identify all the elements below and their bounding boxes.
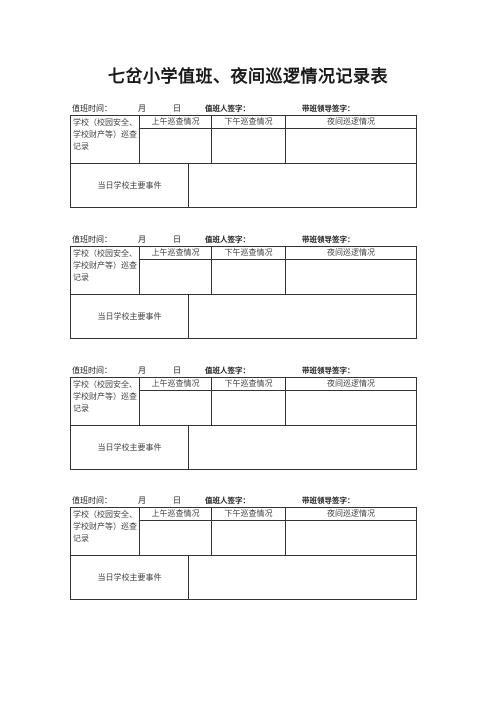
daily-events-cell[interactable]	[188, 555, 417, 600]
afternoon-patrol-header: 下午巡查情况	[211, 246, 286, 260]
duty-time-label: 值班时间：	[72, 104, 112, 113]
daily-events-cell[interactable]	[188, 294, 417, 339]
patrol-record-label: 学校（校园安全、学校财产等）巡查记录	[70, 507, 140, 556]
afternoon-patrol-cell[interactable]	[211, 128, 286, 164]
page-title: 七岔小学值班、夜间巡逻情况记录表	[108, 67, 388, 87]
leader-sign-label: 带班领导签字：	[302, 366, 355, 375]
duty-sign-label: 值班人签字：	[205, 366, 250, 375]
record-table: 学校（校园安全、学校财产等）巡查记录 上午巡查情况 下午巡查情况 夜间巡逻情况 …	[70, 115, 417, 208]
night-patrol-cell[interactable]	[285, 520, 417, 556]
daily-events-label: 当日学校主要事件	[70, 294, 189, 339]
day-label: 日	[173, 104, 181, 113]
month-label: 月	[138, 496, 146, 505]
morning-patrol-cell[interactable]	[139, 390, 212, 426]
afternoon-patrol-cell[interactable]	[211, 390, 286, 426]
month-label: 月	[138, 366, 146, 375]
leader-sign-label: 带班领导签字：	[302, 235, 355, 244]
duty-sign-label: 值班人签字：	[205, 235, 250, 244]
daily-events-label: 当日学校主要事件	[70, 425, 189, 470]
patrol-record-label: 学校（校园安全、学校财产等）巡查记录	[70, 246, 140, 295]
night-patrol-header: 夜间巡逻情况	[285, 115, 417, 129]
daily-events-cell[interactable]	[188, 163, 417, 208]
afternoon-patrol-cell[interactable]	[211, 259, 286, 295]
record-block-3: 值班时间： 月 日 值班人签字： 带班领导签字： 学校（校园安全、学校财产等）巡…	[70, 364, 417, 470]
morning-patrol-header: 上午巡查情况	[139, 115, 212, 129]
patrol-record-label: 学校（校园安全、学校财产等）巡查记录	[70, 377, 140, 426]
daily-events-label: 当日学校主要事件	[70, 163, 189, 208]
afternoon-patrol-header: 下午巡查情况	[211, 115, 286, 129]
record-block-2: 值班时间： 月 日 值班人签字： 带班领导签字： 学校（校园安全、学校财产等）巡…	[70, 233, 417, 339]
morning-patrol-header: 上午巡查情况	[139, 377, 212, 391]
afternoon-patrol-cell[interactable]	[211, 520, 286, 556]
record-table: 学校（校园安全、学校财产等）巡查记录 上午巡查情况 下午巡查情况 夜间巡逻情况 …	[70, 507, 417, 600]
record-table: 学校（校园安全、学校财产等）巡查记录 上午巡查情况 下午巡查情况 夜间巡逻情况 …	[70, 246, 417, 339]
duty-time-label: 值班时间：	[72, 235, 112, 244]
night-patrol-cell[interactable]	[285, 390, 417, 426]
day-label: 日	[173, 235, 181, 244]
night-patrol-cell[interactable]	[285, 128, 417, 164]
record-header: 值班时间： 月 日 值班人签字： 带班领导签字：	[70, 364, 416, 377]
night-patrol-header: 夜间巡逻情况	[285, 246, 417, 260]
record-header: 值班时间： 月 日 值班人签字： 带班领导签字：	[70, 102, 416, 115]
duty-time-label: 值班时间：	[72, 496, 112, 505]
morning-patrol-header: 上午巡查情况	[139, 507, 212, 521]
duty-sign-label: 值班人签字：	[205, 496, 250, 505]
morning-patrol-cell[interactable]	[139, 520, 212, 556]
morning-patrol-cell[interactable]	[139, 128, 212, 164]
month-label: 月	[138, 235, 146, 244]
duty-sign-label: 值班人签字：	[205, 104, 250, 113]
night-patrol-header: 夜间巡逻情况	[285, 377, 417, 391]
daily-events-label: 当日学校主要事件	[70, 555, 189, 600]
night-patrol-header: 夜间巡逻情况	[285, 507, 417, 521]
daily-events-cell[interactable]	[188, 425, 417, 470]
record-header: 值班时间： 月 日 值班人签字： 带班领导签字：	[70, 494, 416, 507]
morning-patrol-header: 上午巡查情况	[139, 246, 212, 260]
month-label: 月	[138, 104, 146, 113]
leader-sign-label: 带班领导签字：	[302, 104, 355, 113]
record-block-4: 值班时间： 月 日 值班人签字： 带班领导签字： 学校（校园安全、学校财产等）巡…	[70, 494, 417, 600]
afternoon-patrol-header: 下午巡查情况	[211, 377, 286, 391]
record-table: 学校（校园安全、学校财产等）巡查记录 上午巡查情况 下午巡查情况 夜间巡逻情况 …	[70, 377, 417, 470]
day-label: 日	[173, 496, 181, 505]
night-patrol-cell[interactable]	[285, 259, 417, 295]
morning-patrol-cell[interactable]	[139, 259, 212, 295]
day-label: 日	[173, 366, 181, 375]
record-header: 值班时间： 月 日 值班人签字： 带班领导签字：	[70, 233, 416, 246]
afternoon-patrol-header: 下午巡查情况	[211, 507, 286, 521]
leader-sign-label: 带班领导签字：	[302, 496, 355, 505]
duty-time-label: 值班时间：	[72, 366, 112, 375]
patrol-record-label: 学校（校园安全、学校财产等）巡查记录	[70, 115, 140, 164]
record-block-1: 值班时间： 月 日 值班人签字： 带班领导签字： 学校（校园安全、学校财产等）巡…	[70, 102, 417, 208]
